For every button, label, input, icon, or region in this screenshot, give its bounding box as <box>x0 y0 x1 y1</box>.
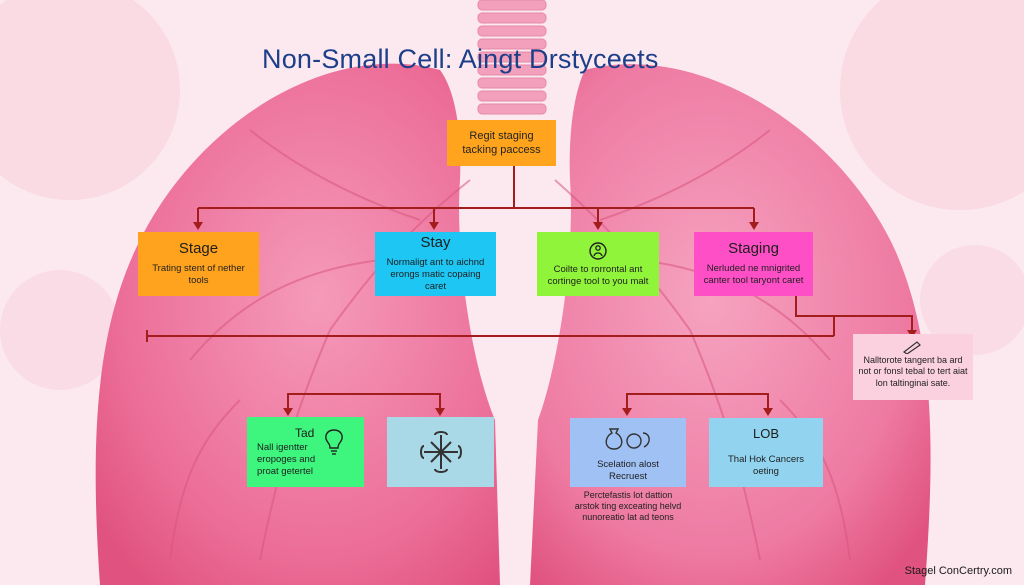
lob-node-text: Thal Hok Cancers oeting <box>727 453 805 477</box>
tool-node: Coilte to rorrontal ant cortinge tool to… <box>537 232 659 296</box>
staging-node: Staging Nerluded ne mnigrited canter too… <box>694 232 813 296</box>
money-node: Scelation alost Recruest <box>570 418 686 487</box>
tad-node-title: Tad <box>295 425 315 440</box>
lightbulb-icon <box>325 429 343 455</box>
bottom-note: Perctefastis lot dattion arstok ting exc… <box>574 490 682 522</box>
tad-node: Tad Nall igentter eropoges and proat get… <box>247 417 364 487</box>
molecule-icon <box>419 431 462 473</box>
stay-node-text: Normaligt ant to aichnd erongs matic cop… <box>386 257 485 293</box>
lob-node-title: LOB <box>752 426 779 442</box>
root-line-1: Regit staging <box>469 129 534 142</box>
lob-node: LOB Thal Hok Cancers oeting <box>709 418 823 487</box>
footer-credit: Stagel ConCertry.com <box>904 565 1012 577</box>
side-note-text: Nalltorote tangent ba ard not or fonsl t… <box>858 355 968 388</box>
page-title: Non-Small Cell: Aingt Drstyceets <box>262 44 659 74</box>
staging-node-title: Staging <box>728 239 779 257</box>
tad-node-text: Nall igentter eropoges and proat geterte… <box>257 441 316 477</box>
money-node-text: Scelation alost Recruest <box>597 458 659 482</box>
stage-node-text: Trating stent of nether tools <box>152 263 245 287</box>
stay-node: Stay Normaligt ant to aichnd erongs mati… <box>375 232 496 296</box>
stage-node-title: Stage <box>178 239 219 257</box>
scientist-icon <box>589 241 607 260</box>
side-note: Nalltorote tangent ba ard not or fonsl t… <box>853 334 973 400</box>
pencil-icon <box>902 341 921 354</box>
tool-node-text: Coilte to rorrontal ant cortinge tool to… <box>547 263 649 287</box>
root-node: Regit staging tacking paccess <box>447 120 556 166</box>
stage-node: Stage Trating stent of nether tools <box>138 232 259 296</box>
stay-node-title: Stay <box>420 233 451 251</box>
molecule-node <box>387 417 494 487</box>
staging-node-text: Nerluded ne mnigrited canter tool taryon… <box>703 263 804 287</box>
money-bag-icon <box>605 427 650 450</box>
root-line-2: tacking paccess <box>462 144 541 156</box>
